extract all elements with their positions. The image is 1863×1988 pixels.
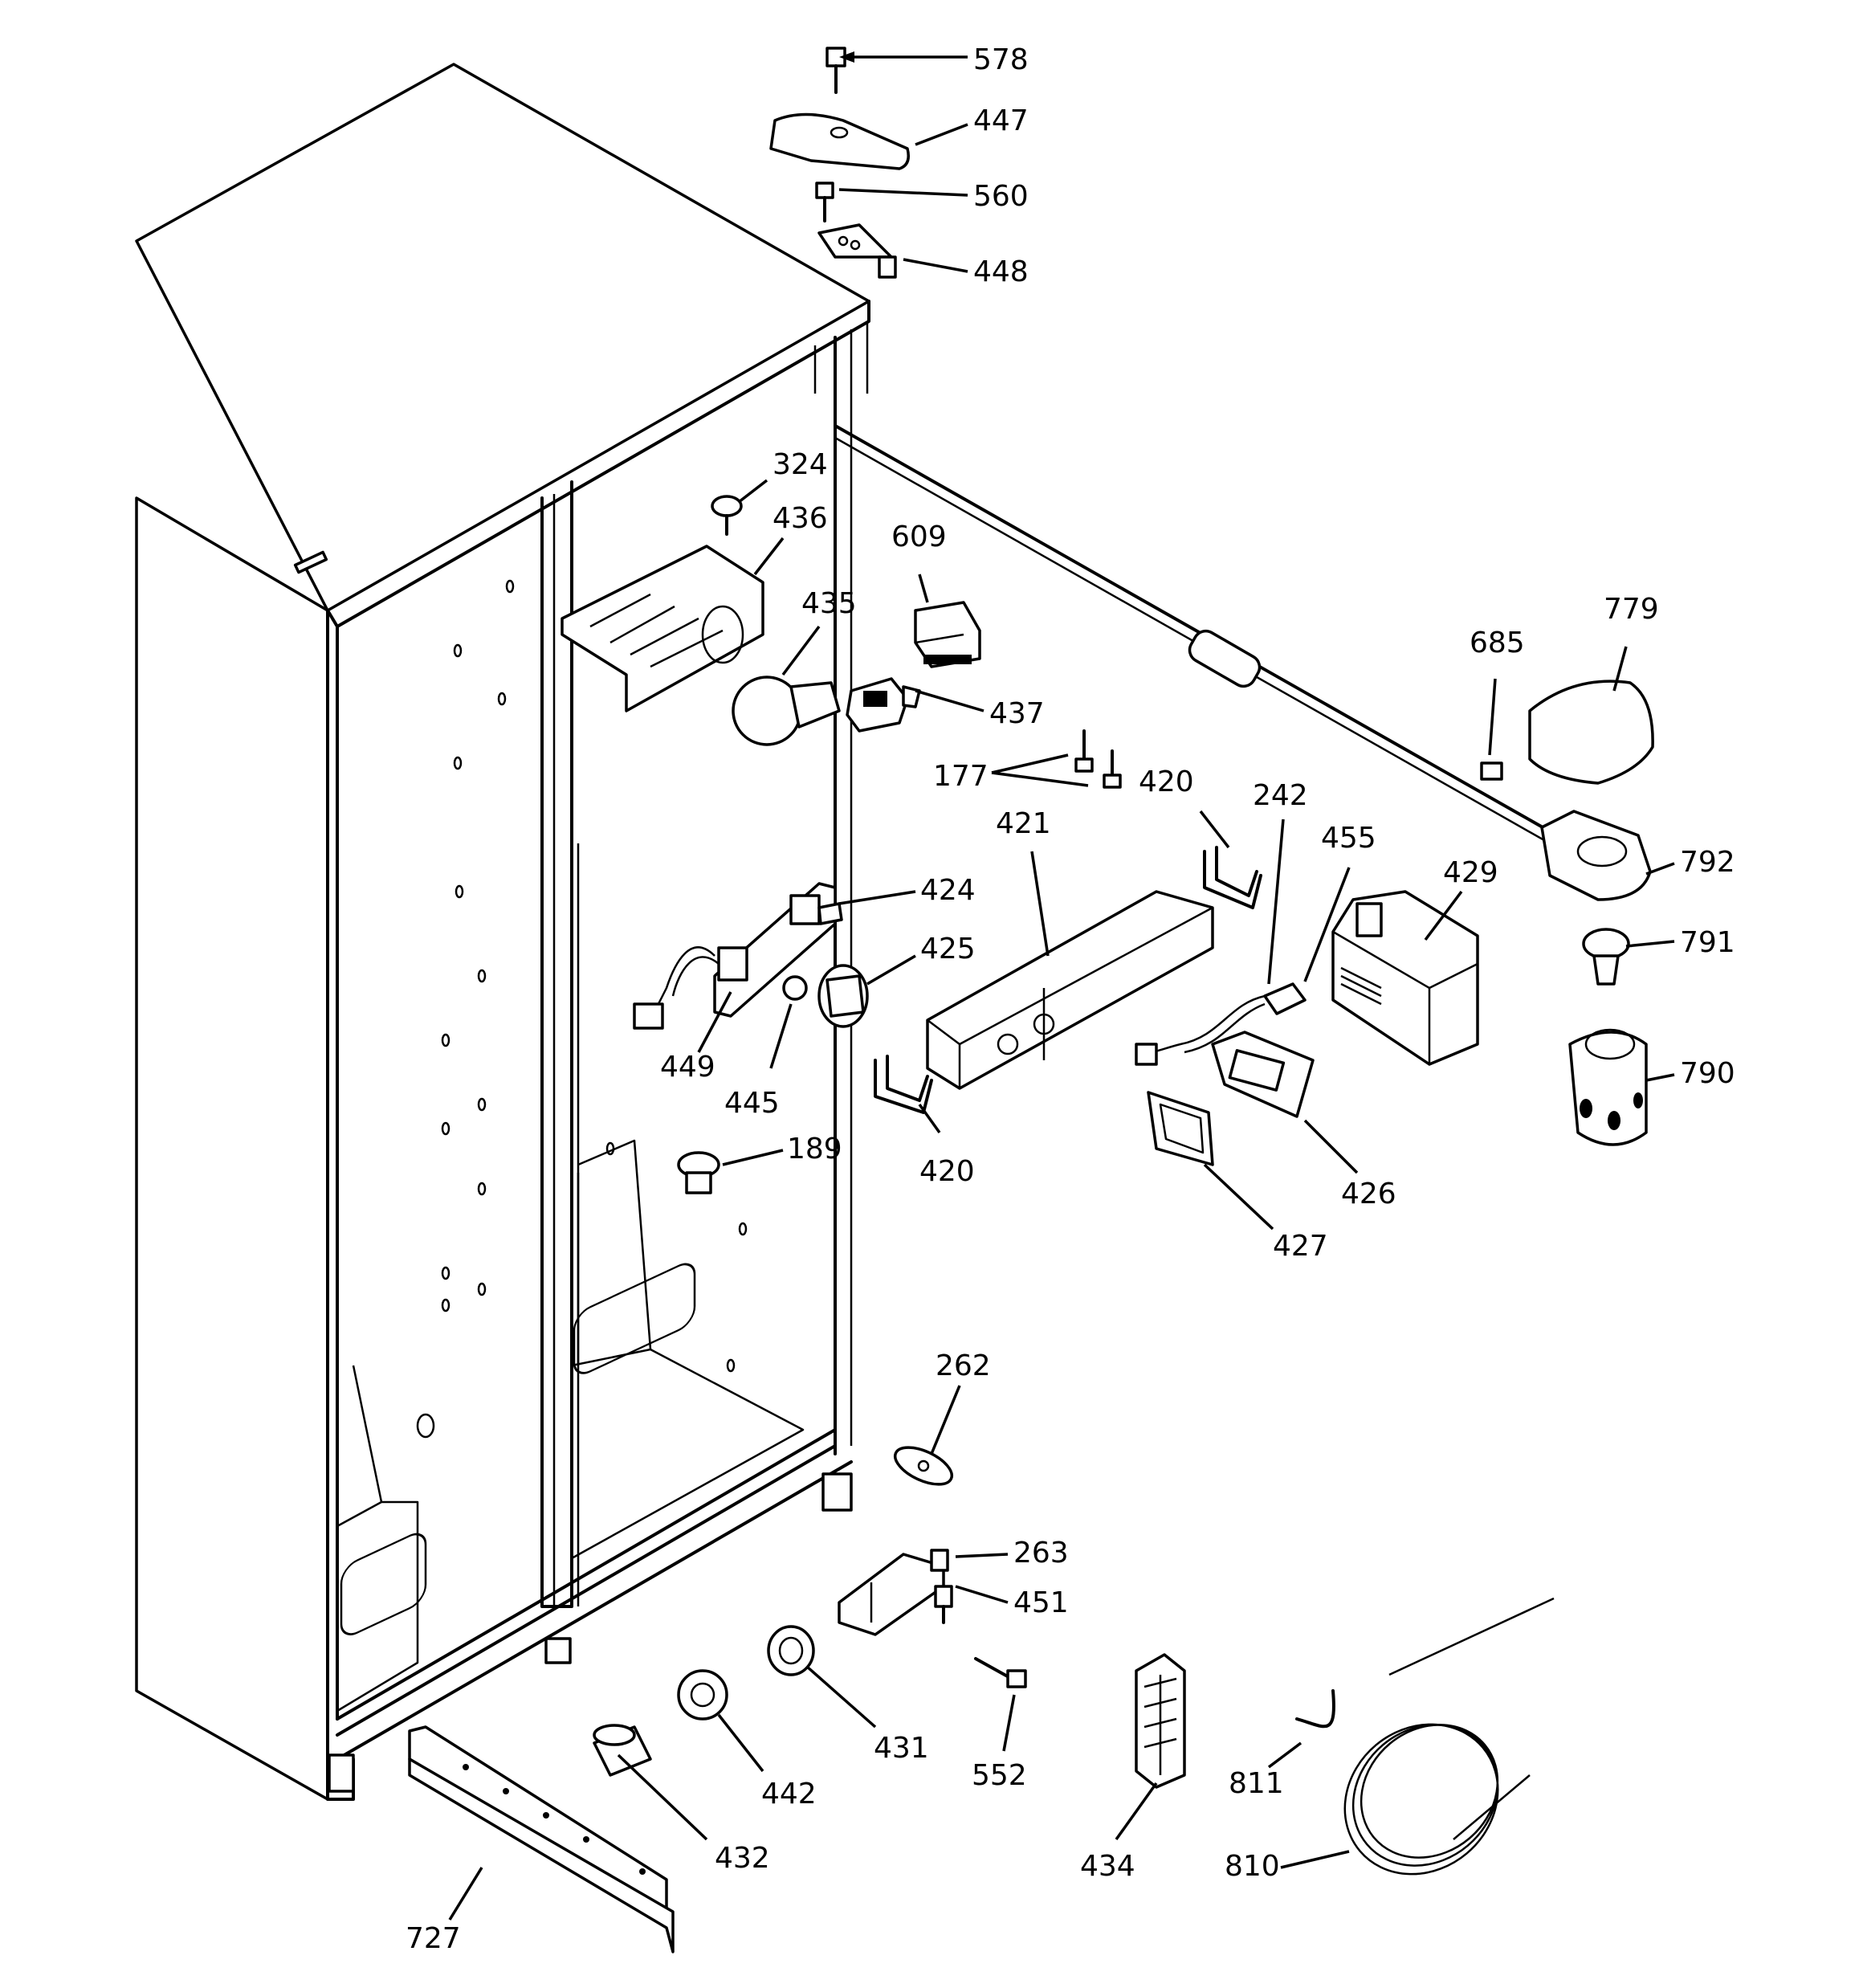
label-727: 727 [406,1922,461,1955]
part-427-gasket [1147,1091,1214,1166]
part-436-light-shield [561,545,764,712]
leader-lines [448,51,1675,1921]
part-552-bolt [974,1657,1027,1688]
part-560-screw [815,182,834,222]
part-421-housing [926,890,1214,1090]
label-431: 431 [874,1732,929,1765]
part-424-thermostat [633,882,843,1030]
part-432-spacer [593,1724,652,1777]
part-685-fitting [1480,761,1503,781]
wall-holes [416,579,748,1439]
part-242-wiring [1135,994,1266,1066]
part-727-base-grille [408,1725,675,1953]
label-424: 424 [920,874,976,907]
label-445: 445 [724,1087,780,1120]
part-442-washer [677,1669,728,1721]
label-449: 449 [660,1051,715,1084]
part-labels: 578 447 560 448 324 436 609 435 437 779 … [406,43,1735,1955]
part-451-lower-hinge [838,1549,953,1636]
part-609-relay [914,601,981,668]
part-779-filter-cover [1528,680,1654,785]
label-263: 263 [1013,1537,1069,1570]
label-685: 685 [1470,627,1525,659]
part-429-control-box [1331,890,1479,1066]
label-448: 448 [973,255,1029,288]
part-431-bushing [767,1625,815,1676]
label-177: 177 [933,760,989,793]
part-791-bypass [1582,928,1630,986]
water-tube [834,424,1551,845]
part-810-tubing [1343,1597,1555,1876]
label-434: 434 [1080,1850,1135,1883]
label-429: 429 [1443,856,1498,889]
part-455-switch [1263,982,1307,1015]
label-552: 552 [972,1759,1027,1792]
part-448-hinge [817,223,897,279]
label-792: 792 [1680,846,1735,879]
part-790-water-filter [1568,1028,1648,1146]
part-420-clip-upper [1203,846,1262,909]
part-435-bulb [732,676,841,746]
part-262-cam [893,1446,954,1486]
label-436: 436 [773,502,828,535]
cabinet-body [135,63,870,1801]
label-420-upper: 420 [1139,765,1194,798]
label-609: 609 [891,520,947,553]
part-420-clip-lower [874,1055,933,1114]
label-779: 779 [1604,593,1659,626]
part-425-knob [817,964,869,1028]
label-435: 435 [801,587,857,620]
label-427: 427 [1273,1230,1328,1263]
part-792-filter-housing [1540,810,1652,901]
part-445-bushing [782,975,808,1001]
part-811-clamp [1295,1689,1335,1729]
label-451: 451 [1013,1586,1069,1619]
label-426: 426 [1341,1178,1396,1210]
part-434-grille [1135,1653,1186,1789]
label-790: 790 [1680,1057,1735,1090]
label-437: 437 [989,697,1045,730]
label-447: 447 [973,104,1029,137]
part-447-hinge-cover [769,112,910,170]
label-811: 811 [1229,1767,1284,1800]
label-442: 442 [761,1778,817,1810]
label-242: 242 [1253,779,1308,812]
part-324-pin [711,495,743,536]
label-810: 810 [1225,1850,1280,1883]
label-560: 560 [973,180,1029,213]
label-420-lower: 420 [919,1155,975,1188]
part-177-screws [1074,729,1122,789]
part-437-socket [846,677,921,733]
label-421: 421 [996,807,1051,840]
label-324: 324 [773,448,828,481]
label-578: 578 [973,43,1029,76]
label-189: 189 [787,1133,842,1165]
part-189-plug [677,1151,720,1194]
part-426-dispenser-switch [1211,1031,1315,1118]
label-791: 791 [1680,926,1735,959]
label-425: 425 [920,933,976,965]
label-432: 432 [715,1842,770,1875]
part-578-screw [826,47,846,94]
label-455: 455 [1321,822,1376,855]
label-262: 262 [936,1349,991,1382]
